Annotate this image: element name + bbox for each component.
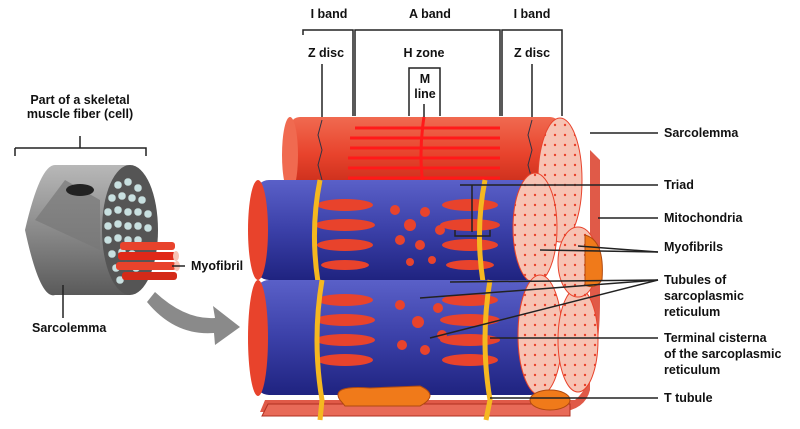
label-m-line-2: line [414,87,436,101]
label-z-disc-right: Z disc [513,46,551,60]
top-myofibril [290,117,560,192]
label-i-band-left: I band [310,7,348,21]
label-myofibrils: Myofibrils [664,240,724,254]
a-band-bracket [354,29,501,116]
h-zone-bracket [408,67,441,116]
myofibril-stack [248,116,603,421]
muscle-fiber-illustration [14,136,240,345]
i-band-left-bracket [302,29,354,116]
i-band-right-bracket [501,29,563,116]
label-mitochondria: Mitochondria [664,211,743,225]
label-i-band-right: I band [513,7,551,21]
label-z-disc-left: Z disc [307,46,345,60]
label-cisterna-1: Terminal cisterna [664,331,767,345]
label-m-line-1: M [419,72,431,86]
label-tubules-3: reticulum [664,305,721,319]
t-tubule-right [476,179,488,283]
label-cisterna-2: of the sarcoplasmic [664,347,782,361]
label-fiber-title-1: Part of a skeletal [30,93,130,107]
label-sarcolemma-left: Sarcolemma [32,321,107,335]
middle-myofibril-sr [255,180,540,280]
curved-arrow-icon [147,292,240,345]
label-fiber-title-2: muscle fiber (cell) [26,107,134,121]
label-triad: Triad [664,178,694,192]
bottom-myofibril-sr [255,280,545,395]
label-t-tubule: T tubule [664,391,713,405]
label-tubules-2: sarcoplasmic [664,289,744,303]
label-sarcolemma-right: Sarcolemma [664,126,739,140]
fiber-bracket [14,136,147,156]
myofibril-bundle [116,242,180,280]
label-cisterna-3: reticulum [664,363,721,377]
band-brackets [302,29,563,120]
label-tubules-1: Tubules of [664,273,727,287]
label-a-band: A band [409,7,451,21]
label-h-zone: H zone [403,46,445,60]
mitochondrion-lower [529,389,571,411]
nucleus [66,184,94,196]
right-leaders [419,132,659,399]
t-tubule-left [311,179,323,283]
label-myofibril: Myofibril [191,259,244,273]
